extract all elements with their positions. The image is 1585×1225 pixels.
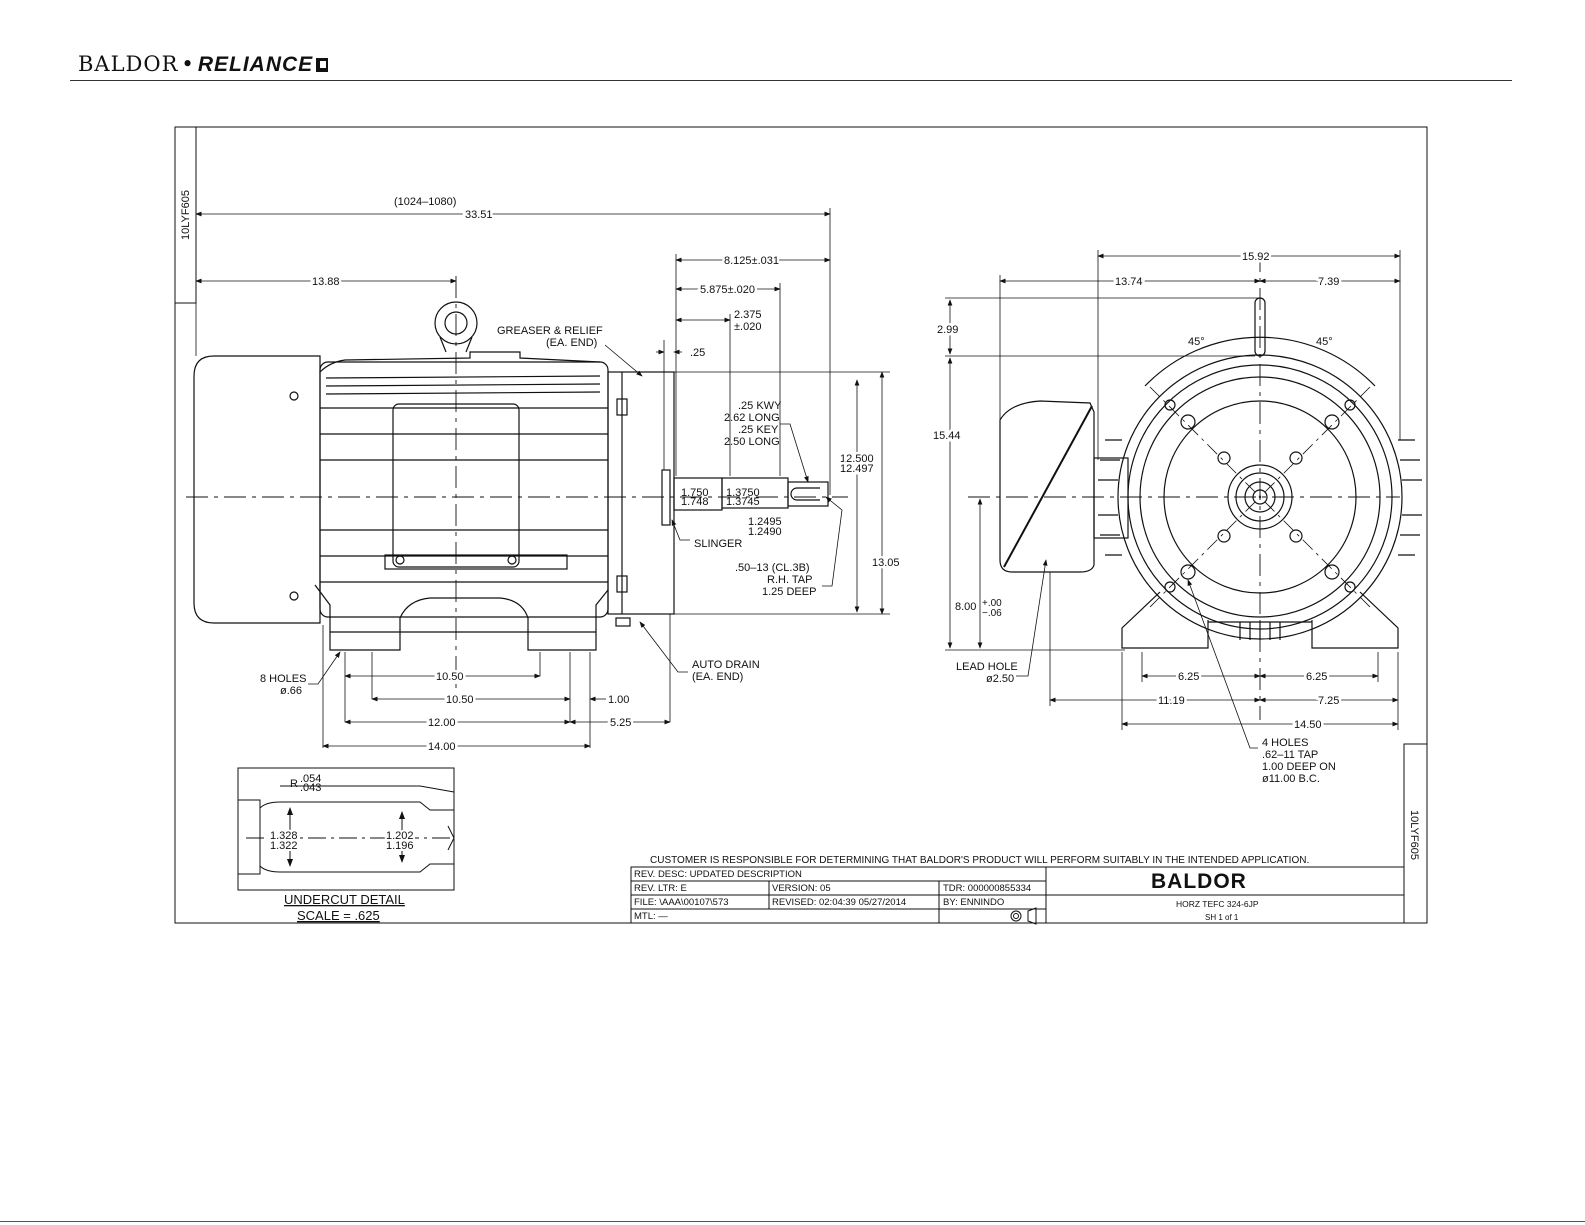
dim-eyebolt: 13.88 [312,276,340,288]
lead-label-2: ø2.50 [986,673,1014,685]
tap-holes-3: 1.00 DEEP ON [1262,761,1336,773]
keyway-3: .25 KEY [738,424,779,436]
dim-1196: 1.196 [386,840,414,852]
angle-left: 45° [1188,336,1205,348]
dim-625-left: 6.25 [1178,671,1199,683]
dim-13750: 1.3750 [726,487,760,499]
dim-1592: 15.92 [1242,251,1270,263]
dim-gap: .25 [690,347,705,359]
dim-flange-b: 12.497 [840,463,874,475]
title-logo: BALDOR [1151,870,1247,893]
radius-max: .054 [300,773,321,785]
page-header: BALDOR•RELIANCE [0,0,1585,90]
greaser-label-2: (EA. END) [546,337,597,349]
end-view-labels: 15.92 13.74 7.39 2.99 15.44 45° 45° 8.00… [931,249,1342,786]
tap-label-2: R.H. TAP [767,574,812,586]
undercut-detail [237,767,455,891]
dim-1328: 1.328 [270,830,298,842]
dim-1050-a: 10.50 [436,671,464,683]
dim-1544: 15.44 [933,430,961,442]
dim-13745: 1.3745 [726,496,760,508]
side-dimensions [195,208,890,749]
dim-shaft-height: 8.00 [955,601,976,613]
dim-1374: 13.74 [1115,276,1143,288]
material: MTL: — [634,911,668,922]
rev-letter: REV. LTR: E [634,883,687,894]
dim-flange-a: 12.500 [840,453,874,465]
dim-height: 13.05 [872,557,900,569]
keyway-1: .25 KWY [738,400,782,412]
tap-label-1: .50–13 (CL.3B) [735,562,810,574]
header-divider [70,80,1512,81]
drain-label-2: (EA. END) [692,671,743,683]
dim-overall: 33.51 [465,209,493,221]
version: VERSION: 05 [772,883,831,894]
radius-min: .043 [300,782,321,794]
rev-desc: REV. DESC: UPDATED DESCRIPTION [634,869,802,880]
undercut-labels: R .054 .043 1.328 1.322 1.202 1.196 UNDE… [268,773,416,923]
footer-divider [0,1221,1585,1222]
brand-logo: BALDOR•RELIANCE [78,52,329,77]
slinger-label: SLINGER [694,538,742,550]
undercut-title: UNDERCUT DETAIL [284,892,405,907]
sheet-frame [174,126,1428,924]
dim-12490: 1.2490 [748,526,782,538]
dim-1750: 1.750 [681,487,709,499]
tap-label-3: 1.25 DEEP [762,586,816,598]
end-view-centerlines [1149,386,1371,608]
dim-299: 2.99 [937,324,958,336]
file-path: FILE: \AAA\00107\573 [634,897,729,908]
drawing-title: HORZ TEFC 324-6JP [1176,899,1259,909]
revised-date: REVISED: 02:04:39 05/27/2014 [772,897,906,908]
radius-prefix: R [290,778,298,790]
angle-right: 45° [1316,336,1333,348]
side-view-labels: (1024–1080) 33.51 13.88 8.125±.031 5.875… [260,196,902,756]
dim-1202: 1.202 [386,830,414,842]
dim-625-right: 6.25 [1306,671,1327,683]
customer-notice: CUSTOMER IS RESPONSIBLE FOR DETERMINING … [650,855,1309,866]
dim-tol-plus: +.00 [982,598,1002,609]
dim-725: 7.25 [1318,695,1339,707]
undercut-scale: SCALE = .625 [297,908,380,923]
tap-holes-2: .62–11 TAP [1262,749,1318,761]
dim-tol-minus: −.06 [982,608,1002,619]
dim-1450: 14.50 [1294,719,1322,731]
dim-1050-b: 10.50 [446,694,474,706]
end-dimensions [945,250,1401,749]
dim-1200: 12.00 [428,717,456,729]
dim-1748: 1.748 [681,496,709,508]
dim-1322: 1.322 [270,840,298,852]
title-block [630,866,1405,925]
centerlines [186,250,1400,720]
keyway-4: 2.50 LONG [724,436,780,448]
end-view [999,297,1422,649]
dim-8125: 8.125±.031 [724,255,779,267]
sheet-number: SH 1 of 1 [1205,913,1239,922]
holes-label-1: 8 HOLES [260,673,306,685]
greaser-label: GREASER & RELIEF [497,325,603,337]
side-view [193,301,829,651]
dim-1119: 11.19 [1158,695,1185,707]
dim-2375-tol: ±.020 [734,321,761,333]
tdr: TDR: 000000855334 [943,883,1031,894]
dim-overall-mm: (1024–1080) [394,196,456,208]
tap-holes-1: 4 HOLES [1262,737,1308,749]
dim-5875: 5.875±.020 [700,284,755,296]
title-block-text: REV. DESC: UPDATED DESCRIPTION REV. LTR:… [634,869,1259,922]
tap-holes-4: ø11.00 B.C. [1262,773,1320,785]
drawn-by: BY: ENNINDO [943,897,1004,908]
sheet-id-bottom: 10LYF605 [1408,810,1420,860]
dim-100: 1.00 [608,694,629,706]
dim-12495: 1.2495 [748,516,782,528]
lead-label-1: LEAD HOLE [956,661,1018,673]
dim-739: 7.39 [1318,276,1339,288]
keyway-2: 2.62 LONG [724,412,780,424]
holes-label-2: ø.66 [280,685,302,697]
sheet-id-top: 10LYF605 [180,190,192,240]
dim-1400: 14.00 [428,741,456,753]
drain-label-1: AUTO DRAIN [692,659,760,671]
dim-525: 5.25 [610,717,631,729]
dim-2375: 2.375 [734,309,762,321]
